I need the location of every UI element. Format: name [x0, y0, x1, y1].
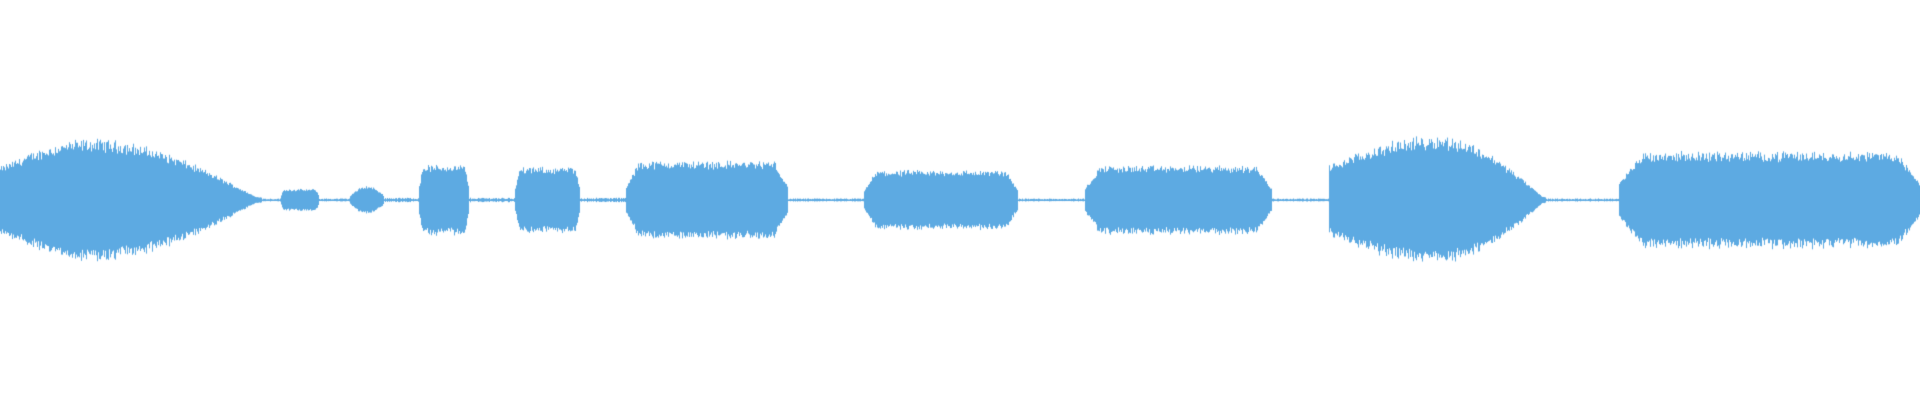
waveform-view [0, 0, 1920, 400]
audio-waveform [0, 0, 1920, 400]
